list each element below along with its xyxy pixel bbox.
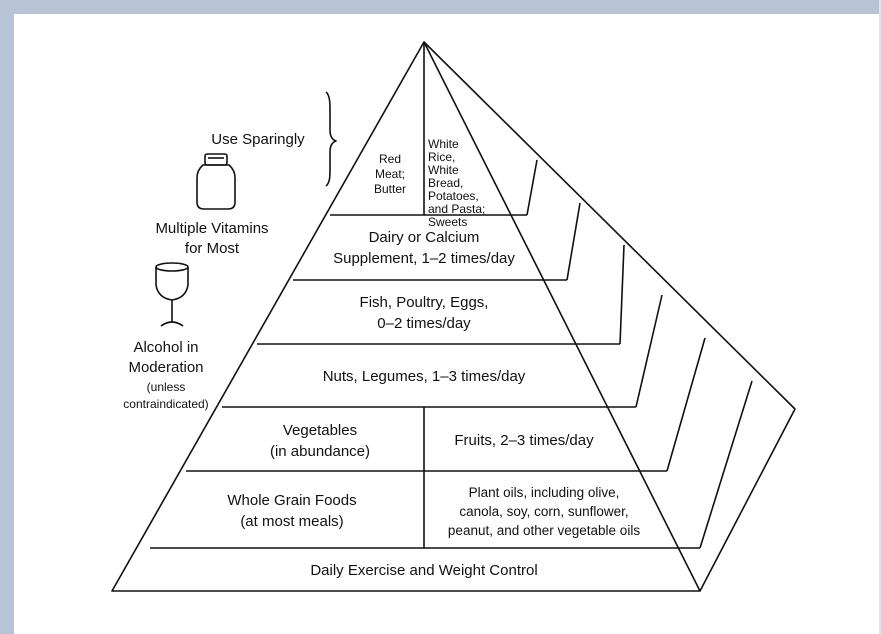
base-line: Daily Exercise and Weight Control <box>310 562 537 579</box>
vitamin-jar-icon <box>196 153 236 210</box>
fish-line2: 0–2 times/day <box>377 315 471 332</box>
frame-left-bar <box>0 0 14 634</box>
vitamins-label-line2: for Most <box>185 240 240 257</box>
dairy-line1: Dairy or Calcium <box>369 229 480 246</box>
frame-top-bar <box>0 0 881 14</box>
alcohol-label-line3: (unless <box>147 380 186 394</box>
fish-line1: Fish, Poultry, Eggs, <box>360 294 489 311</box>
side-rung-5 <box>666 337 706 472</box>
alcohol-label-line4: contraindicated) <box>123 397 208 411</box>
grains-line2: (at most meals) <box>240 513 343 530</box>
white-rice-line7: Sweets <box>428 215 467 229</box>
use-sparingly-label: Use Sparingly <box>211 131 305 148</box>
white-rice-line4: Bread, <box>428 176 463 190</box>
white-rice-line5: Potatoes, <box>428 189 479 203</box>
side-rung-2 <box>566 202 581 281</box>
dairy-line2: Supplement, 1–2 times/day <box>333 250 515 267</box>
red-meat-line1: Red <box>379 152 401 166</box>
oils-line2: canola, soy, corn, sunflower, <box>459 504 628 519</box>
vegetables-line1: Vegetables <box>283 422 357 439</box>
frame-right-edge <box>879 0 881 634</box>
wine-glass-icon <box>155 262 189 327</box>
use-sparingly-bracket <box>325 91 337 187</box>
white-rice-line3: White <box>428 163 459 177</box>
white-rice-line2: Rice, <box>428 150 455 164</box>
red-meat-line3: Butter <box>374 182 406 196</box>
white-rice-line1: White <box>428 137 459 151</box>
oils-line1: Plant oils, including olive, <box>469 485 620 500</box>
pyramid-front-outline <box>111 41 701 592</box>
grains-line1: Whole Grain Foods <box>227 492 356 509</box>
vegetables-line2: (in abundance) <box>270 443 370 460</box>
side-rung-1 <box>526 159 538 216</box>
vitamins-label-line1: Multiple Vitamins <box>155 220 268 237</box>
alcohol-label-line2: Moderation <box>128 359 203 376</box>
red-meat-line2: Meat; <box>375 167 405 181</box>
nuts-line: Nuts, Legumes, 1–3 times/day <box>323 368 526 385</box>
side-rung-4 <box>635 294 663 408</box>
fruits-line: Fruits, 2–3 times/day <box>454 432 594 449</box>
white-rice-line6: and Pasta; <box>428 202 485 216</box>
side-rung-6 <box>699 380 753 549</box>
side-rung-3 <box>619 244 625 345</box>
oils-line3: peanut, and other vegetable oils <box>448 523 640 538</box>
alcohol-label-line1: Alcohol in <box>133 339 198 356</box>
pyramid-side-face <box>423 41 796 592</box>
